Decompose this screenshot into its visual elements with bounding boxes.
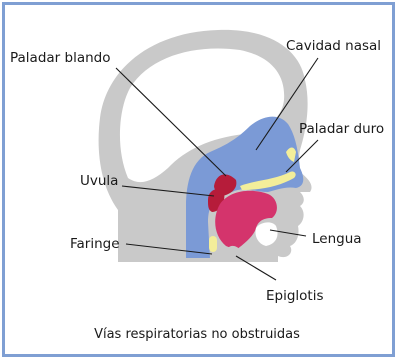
leader-paladar-blando <box>115 67 227 177</box>
label-uvula: Uvula <box>80 173 118 189</box>
leader-faringe <box>125 243 213 255</box>
leader-lengua <box>269 229 307 237</box>
mouth-gap <box>255 222 278 246</box>
pharynx-bone <box>209 236 217 252</box>
caption: Vías respiratorias no obstruidas <box>94 327 300 342</box>
label-paladar-blando: Paladar blando <box>10 50 111 66</box>
leader-cavidad-nasal <box>255 57 319 151</box>
label-faringe: Faringe <box>70 236 120 252</box>
nasal-bone <box>286 147 296 162</box>
label-epiglotis: Epiglotis <box>266 288 324 304</box>
label-paladar-duro: Paladar duro <box>299 121 384 137</box>
label-lengua: Lengua <box>312 231 362 247</box>
leader-uvula <box>121 185 215 197</box>
skull-cavity <box>119 48 285 183</box>
label-cavidad-nasal: Cavidad nasal <box>286 38 381 54</box>
hard-palate <box>240 171 296 190</box>
leader-paladar-duro <box>285 139 319 173</box>
leader-epiglotis <box>235 255 277 281</box>
tongue <box>215 190 277 250</box>
